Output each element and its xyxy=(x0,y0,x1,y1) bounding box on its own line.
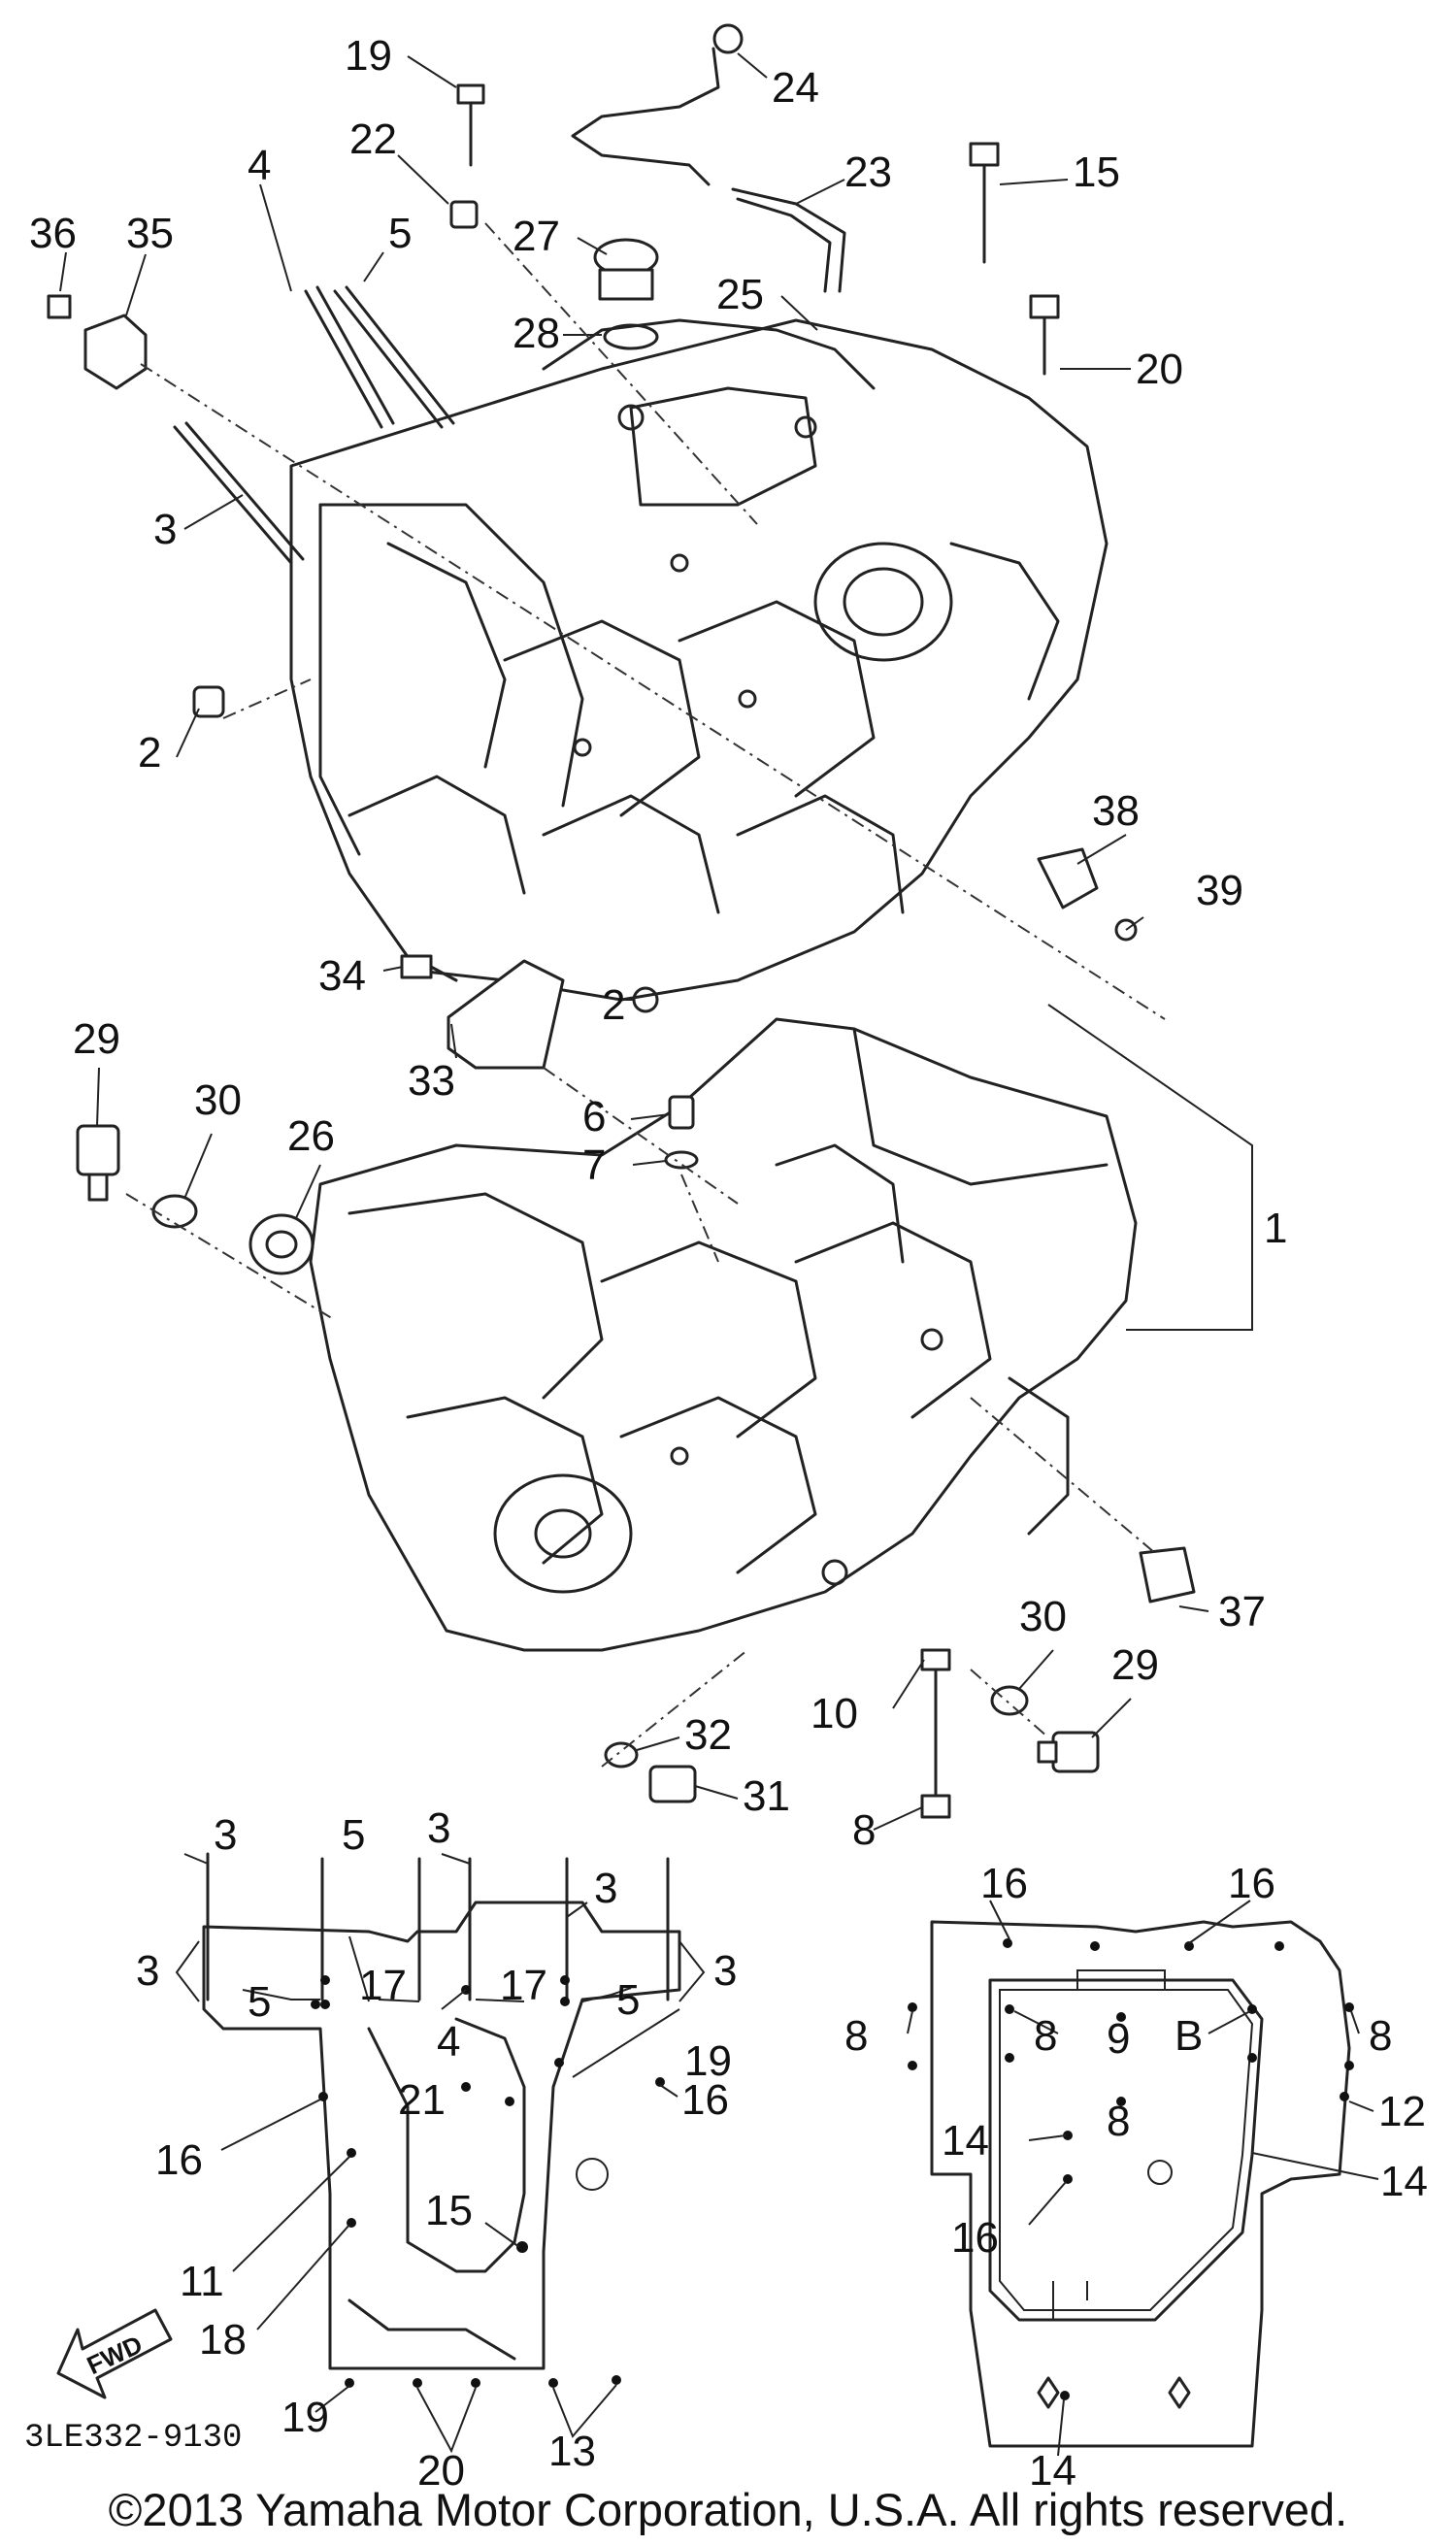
callout-2-upper: 2 xyxy=(138,729,161,777)
right-inset-label-14-a: 14 xyxy=(942,2117,989,2165)
callout-32: 32 xyxy=(684,1711,732,1759)
callout-24: 24 xyxy=(772,64,819,112)
callout-33: 33 xyxy=(408,1057,455,1105)
left-inset-label-3-a: 3 xyxy=(214,1811,237,1859)
right-inset-label-16-b: 16 xyxy=(1228,1860,1275,1907)
callout-34: 34 xyxy=(318,952,366,1000)
callout-20: 20 xyxy=(1136,346,1183,393)
reference-code: 3LE332-9130 xyxy=(24,2420,242,2457)
right-inset-bolt-pattern: 16 16 8 8 9 B 8 12 14 8 14 16 14 xyxy=(844,1860,1428,2495)
callout-30-upper: 30 xyxy=(194,1076,242,1124)
left-inset-label-16-a: 16 xyxy=(155,2136,203,2184)
upper-crankcase xyxy=(289,318,1109,1002)
left-inset-label-3-b: 3 xyxy=(427,1804,450,1852)
small-parts xyxy=(47,23,1196,1819)
callout-5: 5 xyxy=(388,210,412,257)
left-inset-bolt-pattern: 3 5 3 3 3 3 5 17 17 5 4 19 21 16 16 11 1… xyxy=(136,1804,737,2495)
callout-3: 3 xyxy=(153,506,177,553)
callout-10: 10 xyxy=(811,1690,858,1737)
left-inset-label-19-a: 19 xyxy=(684,2037,732,2085)
callout-22: 22 xyxy=(349,116,397,163)
right-inset-label-8-a: 8 xyxy=(1034,2012,1057,2060)
left-inset-label-5-a: 5 xyxy=(342,1811,365,1859)
callout-25: 25 xyxy=(716,271,764,318)
callout-36: 36 xyxy=(29,210,77,257)
left-inset-label-5-b: 5 xyxy=(248,1978,271,2026)
right-inset-label-8-right: 8 xyxy=(1369,2012,1392,2060)
callout-37: 37 xyxy=(1218,1588,1266,1636)
callout-1: 1 xyxy=(1264,1205,1287,1252)
right-inset-label-16-a: 16 xyxy=(980,1860,1028,1907)
leader-lines xyxy=(59,52,1253,1831)
callout-2-lower: 2 xyxy=(602,981,625,1029)
callout-6: 6 xyxy=(582,1093,606,1141)
left-inset-label-19-b: 19 xyxy=(281,2394,329,2441)
right-inset-label-16-c: 16 xyxy=(951,2214,999,2262)
copyright-notice: ©2013 Yamaha Motor Corporation, U.S.A. A… xyxy=(108,2484,1348,2535)
right-inset-label-14-c: 14 xyxy=(1029,2447,1076,2495)
callout-29-lower: 29 xyxy=(1111,1641,1159,1689)
callout-26: 26 xyxy=(287,1112,335,1160)
left-inset-label-20: 20 xyxy=(417,2447,465,2495)
callout-31: 31 xyxy=(743,1772,790,1820)
left-inset-label-21: 21 xyxy=(398,2076,446,2124)
left-inset-label-5-c: 5 xyxy=(616,1976,640,2024)
callout-38: 38 xyxy=(1092,787,1140,835)
callout-28: 28 xyxy=(513,310,560,357)
left-inset-label-3-left: 3 xyxy=(136,1947,159,1995)
callout-39: 39 xyxy=(1196,867,1243,914)
fwd-arrow-icon: FWD xyxy=(56,2308,173,2399)
callout-7: 7 xyxy=(582,1141,606,1189)
callout-labels: 19 24 22 23 15 4 27 5 36 35 25 28 20 3 2… xyxy=(29,32,1287,1854)
left-inset-label-17-a: 17 xyxy=(359,1962,407,2009)
left-inset-label-4: 4 xyxy=(437,2018,460,2066)
right-inset-label-8-left: 8 xyxy=(844,2012,868,2060)
callout-23: 23 xyxy=(844,149,892,196)
left-inset-label-3-right: 3 xyxy=(713,1947,737,1995)
callout-8: 8 xyxy=(852,1806,876,1854)
callout-19: 19 xyxy=(345,32,392,80)
callout-29-upper: 29 xyxy=(73,1015,120,1063)
lower-crankcase xyxy=(309,1017,1138,1652)
left-inset-label-17-b: 17 xyxy=(500,1962,547,2009)
callout-30-lower: 30 xyxy=(1019,1593,1067,1640)
left-inset-label-16-b: 16 xyxy=(681,2076,729,2124)
left-inset-label-15: 15 xyxy=(425,2187,473,2234)
left-inset-label-11: 11 xyxy=(180,2258,224,2305)
callout-15: 15 xyxy=(1073,149,1120,196)
right-inset-label-b: B xyxy=(1175,2012,1203,2060)
callout-35: 35 xyxy=(126,210,174,257)
callout-27: 27 xyxy=(513,213,560,260)
callout-4: 4 xyxy=(248,142,271,189)
right-inset-label-14-b: 14 xyxy=(1380,2158,1428,2205)
right-inset-label-12: 12 xyxy=(1378,2088,1426,2135)
right-inset-label-9: 9 xyxy=(1107,2015,1130,2063)
left-inset-label-3-c: 3 xyxy=(594,1865,617,1912)
left-inset-label-18: 18 xyxy=(199,2316,247,2364)
left-inset-label-13: 13 xyxy=(548,2428,596,2475)
right-inset-label-8-b: 8 xyxy=(1107,2098,1130,2145)
